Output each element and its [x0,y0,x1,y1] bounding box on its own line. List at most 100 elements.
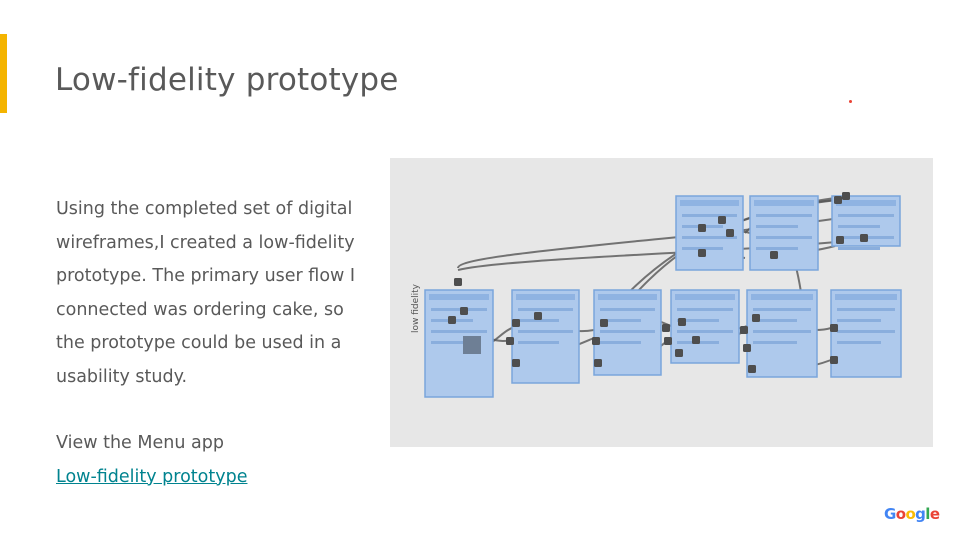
wireframe-text-line [518,319,559,322]
description-line: usability study. [56,366,188,387]
hotspot-marker [448,316,456,324]
wireframe-text-line [677,308,733,311]
wireframe-text-line [518,308,573,311]
hotspot-marker [748,365,756,373]
wireframe-screen [511,289,580,384]
hotspot-marker [834,196,842,204]
hotspot-marker [770,251,778,259]
accent-bar [0,34,7,113]
hotspot-marker [743,344,751,352]
hotspot-marker [460,307,468,315]
hotspot-marker [692,336,700,344]
wireframe-text-line [600,341,641,344]
wireframe-text-line [837,308,895,311]
wireframe-header [598,294,657,300]
prototype-flow-image: low fidelity [390,158,933,447]
wireframe-text-line [756,214,812,217]
description-line: wireframes,I created a low-fidelity [56,232,355,253]
wireframe-text-line [431,308,487,311]
paragraph-spacer [56,394,376,427]
hotspot-marker [512,319,520,327]
wireframe-text-line [838,214,894,217]
hotspot-marker [718,216,726,224]
wireframe-text-line [600,308,655,311]
wireframe-text-line [753,341,797,344]
wireframe-text-line [518,341,559,344]
wireframe-text-line [838,225,880,228]
wireframe-text-line [600,330,655,333]
wireframe-text-line [753,319,797,322]
wireframe-header [516,294,575,300]
wireframe-header [429,294,489,300]
wireframe-header [680,200,739,206]
description-line: Using the completed set of digital [56,199,353,219]
hotspot-marker [662,324,670,332]
wireframe-text-line [431,330,487,333]
hotspot-marker [600,319,608,327]
logo-letter: o [895,505,906,523]
hotspot-marker [506,337,514,345]
hotspot-marker [698,249,706,257]
hotspot-marker [512,359,520,367]
hotspot-marker [830,324,838,332]
hotspot-marker [594,359,602,367]
hotspot-marker [675,349,683,357]
wireframe-text-line [837,330,895,333]
hotspot-marker [678,318,686,326]
description-line: connected was ordering cake, so [56,299,344,320]
wireframe-text-line [677,319,719,322]
wireframe-text-line [753,330,811,333]
hotspot-marker [698,224,706,232]
wireframe-header [675,294,735,300]
body-text: Using the completed set of digital wiref… [56,193,376,494]
wireframe-image-placeholder [463,336,481,354]
hotspot-marker [836,236,844,244]
wireframe-text-line [431,341,473,344]
wireframe-text-line [756,225,798,228]
description-paragraph: Using the completed set of digital wiref… [56,193,376,394]
hotspot-marker [454,278,462,286]
hotspot-marker [752,314,760,322]
wireframe-text-line [753,308,811,311]
wireframe-text-line [838,247,880,250]
view-label: View the Menu app [56,433,224,453]
hotspot-marker [842,192,850,200]
hotspot-marker [592,337,600,345]
wireframe-text-line [837,319,881,322]
wireframe-text-line [837,341,881,344]
hotspot-marker [664,337,672,345]
wireframe-text-line [518,330,573,333]
wireframe-header [835,294,897,300]
wireframe-text-line [682,236,737,239]
prototype-flow-diagram: low fidelity [411,192,902,398]
logo-letter: e [929,505,940,523]
hotspot-marker [726,229,734,237]
wireframe-screen [830,289,902,378]
decorative-dot [849,100,852,103]
description-line: the prototype could be used in a [56,333,342,353]
wireframe-text-line [682,214,737,217]
wireframe-text-line [677,330,733,333]
prototype-link[interactable]: Low-fidelity prototype [56,466,248,487]
hotspot-marker [534,312,542,320]
wireframe-screen [749,195,819,271]
wireframe-screen [746,289,818,378]
wireframe-header [754,200,814,206]
logo-letter: o [905,505,916,523]
logo-letter: g [915,505,926,523]
google-logo: Google [884,505,940,523]
hotspot-marker [830,356,838,364]
wireframe-header [836,200,896,206]
view-paragraph: View the Menu app Low-fidelity prototype [56,427,376,494]
logo-letter: l [925,505,930,523]
wireframe-text-line [682,247,723,250]
slide-title: Low-fidelity prototype [55,62,399,98]
wireframe-text-line [756,247,798,250]
wireframe-text-line [600,319,641,322]
hotspot-marker [740,326,748,334]
hotspot-marker [860,234,868,242]
wireframe-header [751,294,813,300]
wireframe-text-line [756,236,812,239]
description-line: prototype. The primary user flow I [56,266,356,286]
logo-letter: G [884,505,896,523]
